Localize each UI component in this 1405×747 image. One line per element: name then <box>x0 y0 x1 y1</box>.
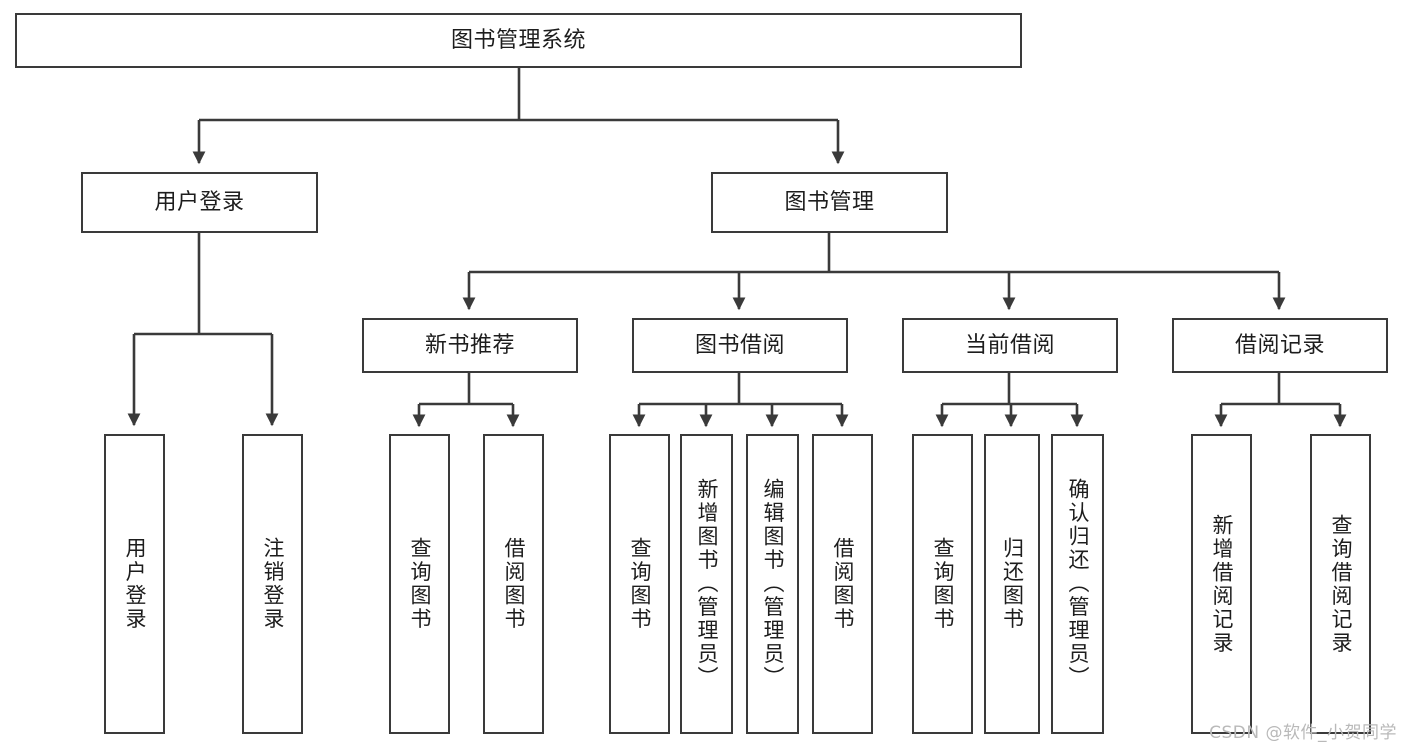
node-leaf-query-book-1[interactable]: 查询图书 <box>389 434 450 734</box>
node-leaf-logout[interactable]: 注销登录 <box>242 434 303 734</box>
node-leaf-query-book-3[interactable]: 查询图书 <box>912 434 973 734</box>
node-leaf-query-record[interactable]: 查询借阅记录 <box>1310 434 1371 734</box>
node-leaf-add-record[interactable]: 新增借阅记录 <box>1191 434 1252 734</box>
node-leaf-query-record-label: 查询借阅记录 <box>1329 513 1353 655</box>
node-leaf-add-book[interactable]: 新增图书（管理员） <box>680 434 733 734</box>
node-new-book-rec-label: 新书推荐 <box>424 332 515 358</box>
node-leaf-logout-label: 注销登录 <box>261 537 285 631</box>
node-leaf-query-book-2[interactable]: 查询图书 <box>609 434 670 734</box>
node-book-manage-label: 图书管理 <box>784 189 875 215</box>
node-book-manage[interactable]: 图书管理 <box>711 172 948 233</box>
node-leaf-borrow-book-1[interactable]: 借阅图书 <box>483 434 544 734</box>
node-current-borrow[interactable]: 当前借阅 <box>902 318 1118 373</box>
node-leaf-return-book-label: 归还图书 <box>1000 537 1025 631</box>
node-leaf-add-record-label: 新增借阅记录 <box>1210 513 1234 655</box>
node-leaf-borrow-book-1-label: 借阅图书 <box>502 537 526 631</box>
node-book-borrow[interactable]: 图书借阅 <box>632 318 848 373</box>
node-leaf-edit-book-label: 编辑图书（管理员） <box>761 478 785 690</box>
node-leaf-user-login-label: 用户登录 <box>123 537 147 631</box>
node-current-borrow-label: 当前借阅 <box>964 332 1055 358</box>
node-borrow-record-label: 借阅记录 <box>1234 332 1325 358</box>
node-leaf-borrow-book-2[interactable]: 借阅图书 <box>812 434 873 734</box>
node-leaf-query-book-1-label: 查询图书 <box>408 537 432 631</box>
node-user-login-label: 用户登录 <box>154 189 245 215</box>
node-leaf-user-login[interactable]: 用户登录 <box>104 434 165 734</box>
node-borrow-record[interactable]: 借阅记录 <box>1172 318 1388 373</box>
node-leaf-add-book-label: 新增图书（管理员） <box>695 478 719 690</box>
node-book-borrow-label: 图书借阅 <box>694 332 785 358</box>
node-leaf-edit-book[interactable]: 编辑图书（管理员） <box>746 434 799 734</box>
node-leaf-query-book-2-label: 查询图书 <box>628 537 652 631</box>
node-leaf-confirm-return[interactable]: 确认归还（管理员） <box>1051 434 1104 734</box>
node-root-label: 图书管理系统 <box>450 27 586 53</box>
node-leaf-confirm-return-label: 确认归还（管理员） <box>1066 478 1090 690</box>
node-new-book-rec[interactable]: 新书推荐 <box>362 318 578 373</box>
node-leaf-borrow-book-2-label: 借阅图书 <box>831 537 855 631</box>
node-leaf-return-book[interactable]: 归还图书 <box>984 434 1040 734</box>
csdn-watermark: CSDN @软件_小贺同学 <box>1209 723 1397 743</box>
node-root[interactable]: 图书管理系统 <box>15 13 1022 68</box>
node-user-login[interactable]: 用户登录 <box>81 172 318 233</box>
node-leaf-query-book-3-label: 查询图书 <box>931 537 955 631</box>
